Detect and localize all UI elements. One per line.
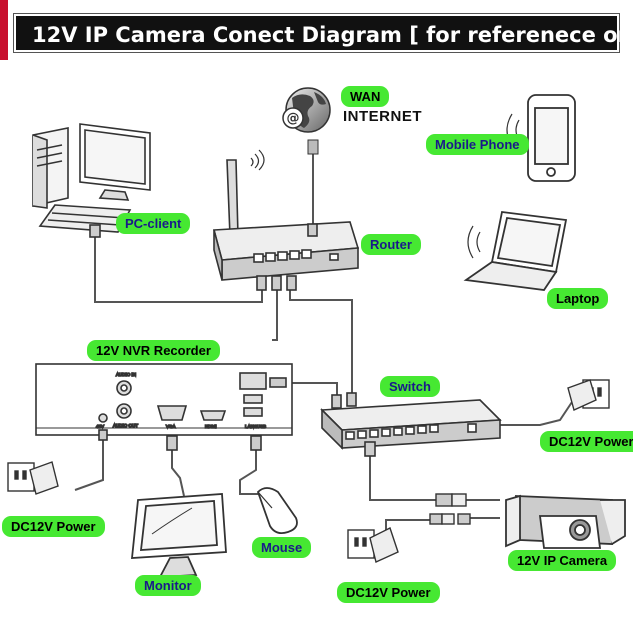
label-laptop: Laptop — [547, 288, 609, 309]
mobile-phone-icon — [506, 94, 576, 182]
label-monitor: Monitor — [135, 575, 201, 596]
cable-switch-camera — [369, 442, 440, 501]
label-dc12v-power-nvr: DC12V Power — [2, 516, 105, 537]
power-adapter-switch-icon — [567, 379, 610, 411]
cable-vga-monitor — [171, 448, 185, 497]
ip-camera-icon — [505, 494, 626, 549]
label-mobile-phone: Mobile Phone — [426, 134, 529, 155]
cable-switch-power — [500, 401, 573, 426]
monitor-icon — [130, 493, 227, 578]
cable-router-nvr — [272, 288, 278, 341]
svg-text:@: @ — [287, 111, 300, 126]
power-adapter-nvr-icon — [7, 461, 59, 495]
nvr-port-audio-out: AUDIO OUT — [113, 423, 138, 428]
mouse-icon — [256, 487, 298, 535]
label-router: Router — [361, 234, 421, 255]
label-pc-client: PC-client — [116, 213, 191, 234]
label-ip-camera: 12V IP Camera — [508, 550, 617, 571]
router-icon — [212, 149, 360, 291]
nvr-port-lan-usb: LAN&USB — [245, 424, 266, 429]
switch-icon — [320, 392, 502, 457]
camera-connectors — [429, 493, 471, 525]
power-adapter-camera-icon — [347, 527, 399, 563]
cable-usb-mouse — [239, 448, 258, 495]
label-switch: Switch — [380, 376, 440, 397]
cable-nvr-power — [74, 430, 104, 491]
label-wan: WAN — [341, 86, 390, 107]
nvr-port-power: 48V — [96, 424, 104, 429]
accent-strip — [0, 0, 8, 60]
cable-nvr-switch — [287, 382, 338, 400]
label-internet: INTERNET — [343, 108, 422, 125]
diagram-title: 12V IP Camera Conect Diagram [ for refer… — [14, 14, 633, 52]
cable-pc-router — [94, 235, 263, 303]
nvr-port-vga: VGA — [166, 424, 176, 429]
nvr-port-audio-in: AUDIO IN — [116, 372, 136, 377]
internet-globe-icon: @ — [282, 87, 331, 155]
nvr-port-hdmi: HDMI — [205, 424, 217, 429]
label-dc12v-power-camera: DC12V Power — [337, 582, 440, 603]
label-mouse: Mouse — [252, 537, 312, 558]
pc-client-icon — [32, 123, 151, 238]
cable-router-switch — [289, 288, 353, 397]
laptop-icon — [463, 211, 568, 291]
label-nvr-recorder: 12V NVR Recorder — [87, 340, 220, 361]
nvr-recorder-icon: AUDIO IN AUDIO OUT 48V VGA HDMI LAN&USB — [35, 363, 293, 451]
label-dc12v-power-switch: DC12V Power — [540, 431, 633, 452]
